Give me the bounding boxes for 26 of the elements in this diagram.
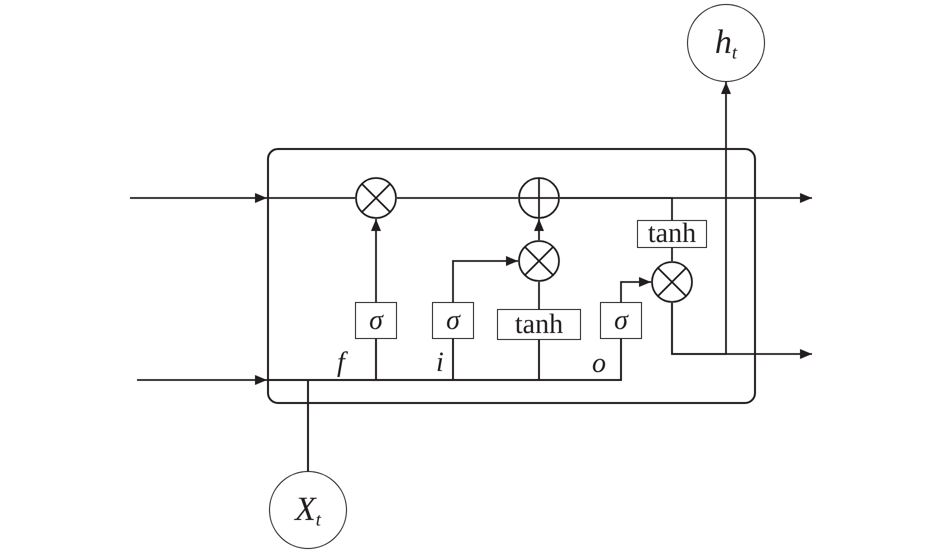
output-circle: h$_{t}$ [687,4,765,82]
tanh-layer: tanh [497,309,581,340]
arrow [371,219,381,302]
sigmoid-gate: σ [432,302,474,339]
arrow [671,82,731,355]
gate-label: o [592,350,606,378]
connector-line [538,282,540,309]
arrow [137,375,267,385]
add-icon [518,177,560,219]
multiply-icon [651,261,693,303]
tanh-layer: tanh [637,220,707,248]
multiply-icon [518,240,560,282]
input-circle: X$_{t}$ [269,471,347,549]
multiply-icon [355,177,397,219]
connector-line [267,197,355,199]
gate-label: i [436,349,444,377]
arrow [620,277,651,302]
connector-line [671,248,673,261]
arrow [452,256,518,302]
connector-line [560,197,673,220]
arrow [130,193,267,203]
lstm-cell-frame [267,148,756,404]
sigmoid-gate: σ [600,302,642,339]
connector-line [397,197,518,199]
arrow [534,219,544,240]
sigmoid-gate: σ [355,302,397,339]
